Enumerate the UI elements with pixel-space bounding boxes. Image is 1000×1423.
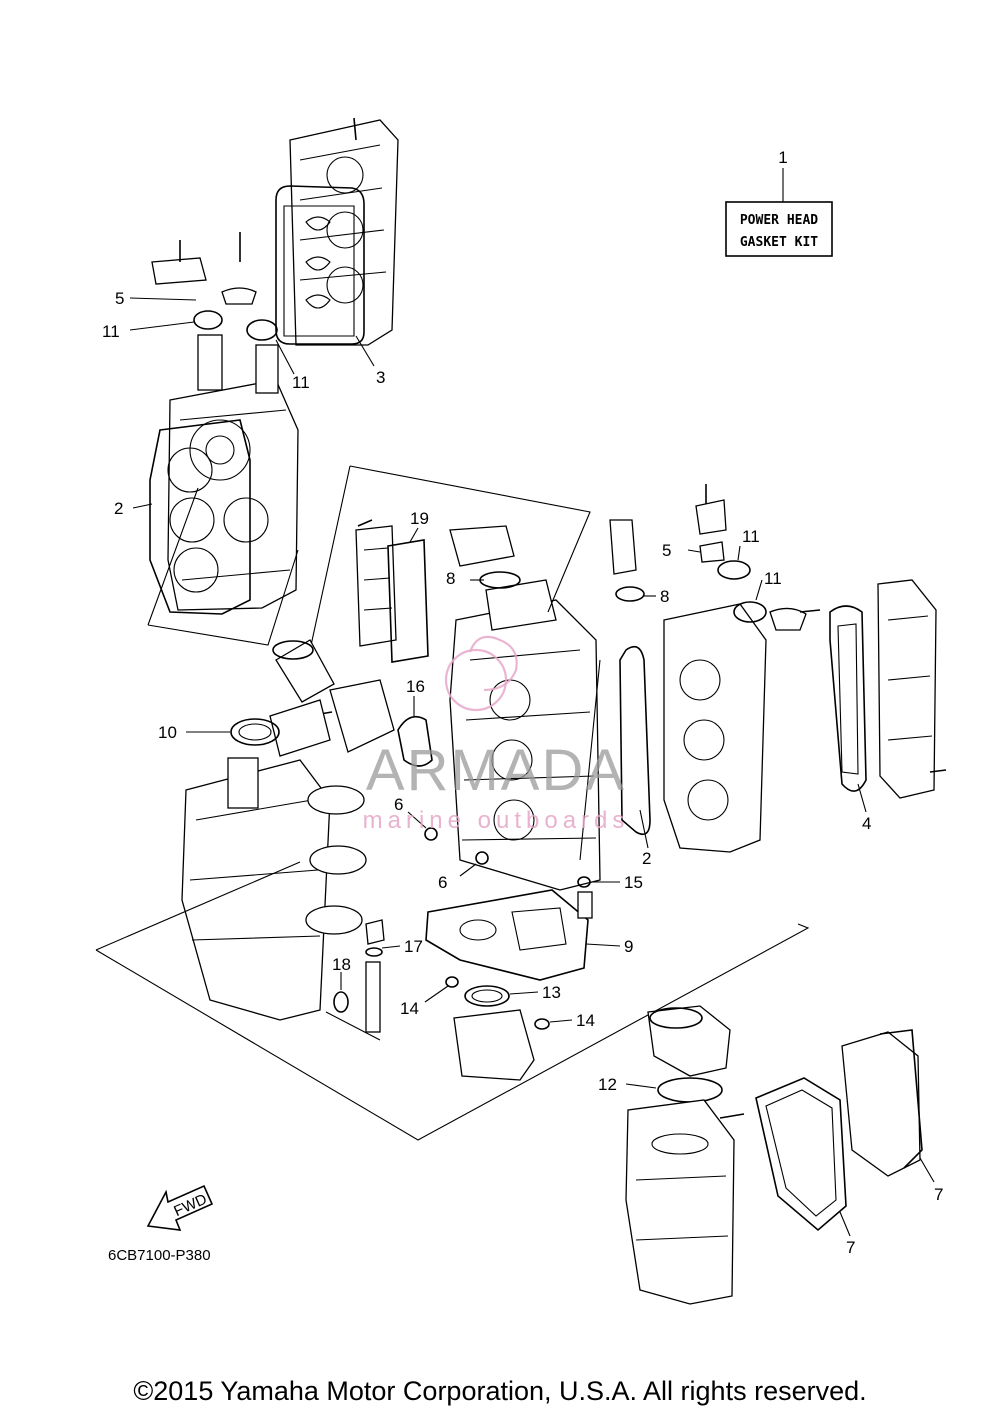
callout-8-left: 8	[446, 569, 455, 588]
callout-11-left-b: 11	[292, 373, 310, 392]
callout-15: 15	[624, 873, 643, 892]
callout-11-left-a: 11	[102, 322, 120, 341]
watermark-brand: ARMADA	[366, 738, 626, 803]
kit-box-line2: GASKET KIT	[740, 235, 818, 250]
oil-filter	[272, 639, 335, 703]
left-head-gasket	[149, 419, 251, 615]
callout-18: 18	[332, 955, 351, 974]
callout-7-b: 7	[934, 1185, 943, 1204]
right-cylinder-head	[663, 484, 821, 853]
callout-9: 9	[624, 937, 633, 956]
left-head-bracket	[147, 487, 299, 646]
fwd-label: FWD	[171, 1191, 209, 1220]
dipstick-guide-17: 17	[365, 919, 423, 1033]
exhaust-cover-gasket: 19	[387, 509, 429, 663]
upper-head-cover	[289, 117, 399, 346]
gasket-16: 16	[397, 677, 433, 767]
watermark-tagline: marine outboards	[363, 807, 630, 834]
throttle-body	[647, 1005, 731, 1077]
o-rings-6: 6 6	[394, 795, 489, 892]
left-cylinder-head	[151, 232, 299, 611]
silencer-gaskets-7: 7 7	[755, 1029, 943, 1257]
callout-2-left: 2	[114, 499, 123, 518]
callout-2-right: 2	[642, 849, 651, 868]
right-head-gasket: 2	[619, 645, 651, 868]
bottom-gasket-9: 9	[425, 889, 633, 981]
right-head-callouts: 5 11 11	[662, 527, 782, 601]
part-15: 15	[577, 873, 643, 919]
lower-frame	[95, 861, 810, 1141]
crankcase	[181, 699, 367, 1021]
gasket-kit-box: POWER HEAD GASKET KIT 1	[725, 148, 833, 257]
thermostat-housing-left: 8	[446, 525, 521, 589]
callout-10: 10	[158, 723, 177, 742]
diagram-code: 6CB7100-P380	[108, 1247, 211, 1264]
callout-14-a: 14	[400, 999, 419, 1018]
throttle-body-gasket-12: 12	[598, 1075, 723, 1103]
oil-seal-10: 10	[158, 718, 280, 746]
callout-19: 19	[410, 509, 429, 528]
right-head-cover	[877, 579, 947, 799]
left-head-callouts: 5 11 11 2	[102, 289, 310, 518]
watermark: ARMADA marine outboards	[363, 635, 630, 834]
callout-3: 3	[376, 368, 385, 387]
intake-manifold	[625, 1099, 745, 1305]
callout-12: 12	[598, 1075, 617, 1094]
oil-pump-cover	[307, 679, 395, 753]
callout-5-right: 5	[662, 541, 671, 560]
callout-13: 13	[542, 983, 561, 1002]
kit-box-line1: POWER HEAD	[740, 213, 818, 228]
callout-1: 1	[778, 148, 787, 167]
callout-6-a: 6	[394, 795, 403, 814]
callout-5-left: 5	[115, 289, 124, 308]
callout-16: 16	[406, 677, 425, 696]
callout-11-right-a: 11	[742, 527, 760, 546]
exhaust-cover	[355, 519, 397, 647]
callout-8-right: 8	[660, 587, 669, 606]
fwd-arrow-icon: FWD	[146, 1184, 214, 1231]
callout-4: 4	[862, 814, 871, 833]
water-pump-housing: 13	[453, 983, 561, 1081]
thermostat-housing-right: 8	[609, 519, 669, 606]
block-frame	[309, 465, 601, 861]
cylinder-block	[449, 579, 601, 891]
o-ring-18: 18	[332, 955, 351, 1013]
callout-14-b: 14	[576, 1011, 595, 1030]
callout-11-right-b: 11	[764, 569, 782, 588]
upper-head-cover-gasket: 3	[275, 185, 385, 387]
callout-7-a: 7	[846, 1238, 855, 1257]
callout-17: 17	[404, 937, 423, 956]
right-head-cover-gasket-4: 4	[829, 605, 871, 833]
o-rings-14: 14 14	[400, 976, 595, 1030]
copyright-notice: ©2015 Yamaha Motor Corporation, U.S.A. A…	[133, 1376, 867, 1406]
callout-6-b: 6	[438, 873, 447, 892]
